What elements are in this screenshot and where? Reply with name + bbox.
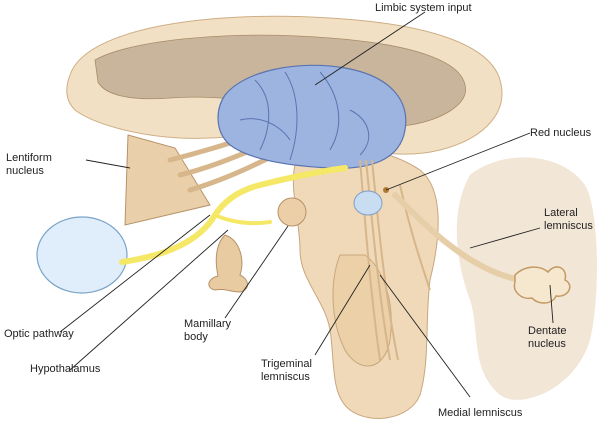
thalamus — [217, 64, 407, 169]
lateral-lemniscus-tract — [392, 192, 523, 283]
label-limbic-system-input: Limbic system input — [375, 2, 472, 14]
thalamic-nuclei-outlines — [239, 71, 370, 161]
optic-branch — [213, 213, 272, 226]
label-trigeminal-lemniscus: Trigeminal lemniscus — [261, 358, 312, 383]
optic-pathway-tract — [119, 165, 348, 265]
label-mamillary-body: Mamillary body — [184, 318, 232, 343]
label-red-nucleus: Red nucleus — [530, 127, 592, 139]
mamillary-body — [277, 197, 307, 227]
hypothalamus-structure — [208, 234, 248, 293]
label-dentate-nucleus: Dentate nucleus — [528, 325, 567, 350]
leader-lines — [59, 11, 554, 398]
dentate-nucleus — [513, 266, 571, 304]
label-hypothalamus: Hypothalamus — [30, 363, 101, 375]
label-lentiform-nucleus: Lentiform nucleus — [6, 152, 52, 177]
label-lateral-lemniscus: Lateral lemniscus — [544, 207, 593, 232]
red-nucleus — [353, 190, 383, 216]
label-optic-pathway: Optic pathway — [4, 328, 74, 340]
ascending-tracts — [359, 159, 431, 361]
eye — [36, 216, 128, 294]
lentiform-nucleus — [124, 134, 211, 226]
label-medial-lemniscus: Medial lemniscus — [438, 407, 523, 419]
